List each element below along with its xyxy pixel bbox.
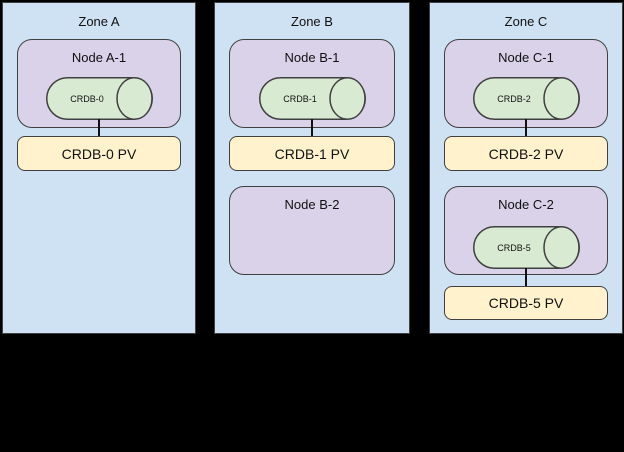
connector-crdb5-pv [525,268,527,286]
cylinder-icon [473,226,580,269]
crdb-5-pv: CRDB-5 PV [444,286,608,320]
cylinder-icon [259,77,366,120]
node-c1: Node C-1 CRDB-2 [444,39,608,128]
node-b1: Node B-1 CRDB-1 [229,39,395,128]
crdb-1-cylinder: CRDB-1 [259,77,366,120]
node-a1: Node A-1 CRDB-0 [17,39,181,128]
crdb-1-label: CRDB-1 [283,93,317,104]
zone-a-label: Zone A [78,14,120,29]
zone-b: Zone B Node B-1 CRDB-1 CRDB-1 PV Node B-… [214,2,410,334]
crdb-5-cylinder: CRDB-5 [473,226,580,269]
cylinder-icon [473,77,580,120]
node-b1-label: Node B-1 [284,50,340,65]
zone-c-label: Zone C [504,14,548,29]
crdb-0-cylinder: CRDB-0 [46,77,153,120]
node-c2-label: Node C-2 [498,197,554,212]
node-a1-label: Node A-1 [71,50,127,65]
crdb-5-label: CRDB-5 [497,242,531,253]
connector-crdb0-pv [98,119,100,136]
connector-crdb2-pv [525,119,527,136]
node-c1-label: Node C-1 [498,50,554,65]
crdb-2-cylinder: CRDB-2 [473,77,580,120]
zone-a: Zone A Node A-1 CRDB-0 CRDB-0 PV [2,2,196,334]
crdb-0-pv: CRDB-0 PV [17,136,181,171]
node-b2-label: Node B-2 [284,197,340,212]
node-b2: Node B-2 [229,186,395,275]
crdb-1-pv: CRDB-1 PV [229,136,395,171]
connector-crdb1-pv [311,119,313,136]
zone-b-label: Zone B [291,14,333,29]
crdb-2-label: CRDB-2 [497,93,531,104]
node-c2: Node C-2 CRDB-5 [444,186,608,275]
zone-c: Zone C Node C-1 CRDB-2 CRDB-2 PV Node C-… [429,2,623,334]
cylinder-icon [46,77,153,120]
crdb-2-pv: CRDB-2 PV [444,136,608,171]
crdb-0-label: CRDB-0 [70,93,104,104]
